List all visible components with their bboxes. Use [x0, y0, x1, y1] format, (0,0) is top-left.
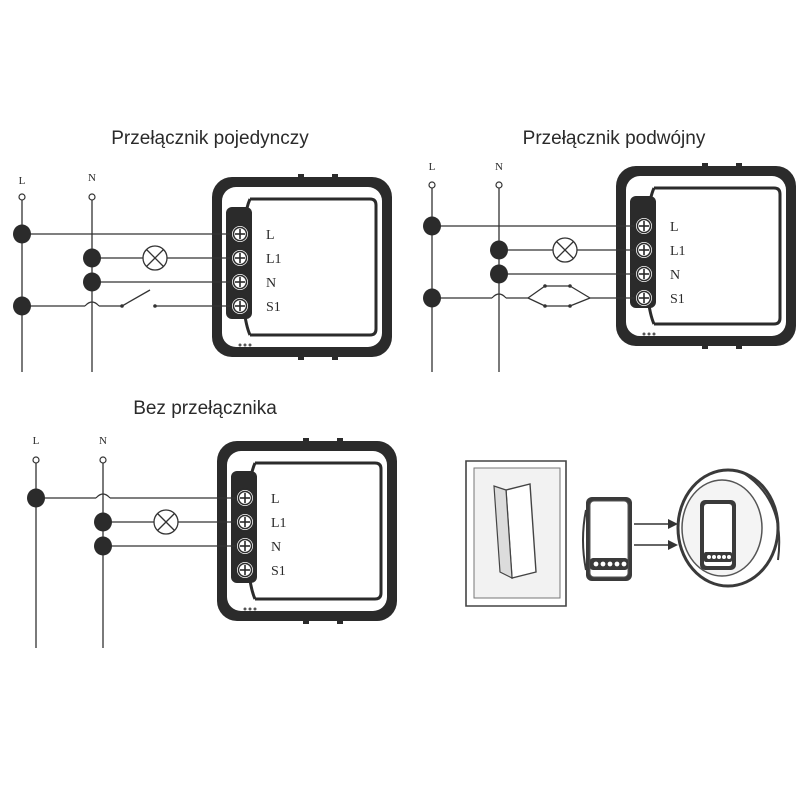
terminal-s1 — [634, 288, 654, 308]
terminal-s1 — [230, 296, 250, 316]
junction-dot — [13, 296, 31, 316]
line-terminal-l — [428, 181, 436, 189]
terminal-l1 — [235, 512, 255, 532]
terminal-label: S1 — [266, 300, 281, 315]
terminal-l1 — [634, 240, 654, 260]
terminal-label: L — [266, 228, 275, 243]
line-terminal-n — [495, 181, 503, 189]
relay-module-icon — [582, 497, 632, 581]
switch-icon — [527, 284, 591, 308]
terminal-label: L1 — [271, 516, 287, 531]
terminal-label: N — [266, 276, 276, 291]
junction-dot — [423, 288, 441, 308]
terminal-label: N — [271, 540, 281, 555]
terminal-n — [634, 264, 654, 284]
installation-illustration — [465, 460, 781, 607]
terminal-l — [634, 216, 654, 236]
arrow-icon — [634, 519, 678, 550]
terminal-label: N — [670, 268, 680, 283]
junction-dot — [83, 248, 101, 268]
line-terminal-n — [88, 193, 96, 201]
wall-box-icon — [676, 468, 781, 588]
terminal-n — [230, 272, 250, 292]
terminal-s1 — [235, 560, 255, 580]
switch-icon — [121, 289, 151, 307]
terminal-l — [230, 224, 250, 244]
terminal-label: L — [670, 220, 679, 235]
line-label-n: N — [99, 435, 107, 447]
terminal-l — [235, 488, 255, 508]
lamp-icon — [142, 245, 168, 271]
lamp-icon — [153, 509, 179, 535]
terminal-label: S1 — [670, 292, 685, 307]
line-label-l: L — [33, 435, 40, 447]
diagram-no-switch: Bez przełącznika L N L L1 N S1 — [27, 398, 399, 648]
junction-dot — [94, 536, 112, 556]
junction-dot — [83, 272, 101, 292]
line-terminal-l — [18, 193, 26, 201]
diagram-title: Przełącznik pojedynczy — [111, 128, 309, 149]
diagram-single-switch: Przełącznik pojedynczy L N L L1 N S1 — [13, 128, 394, 372]
junction-dot — [94, 512, 112, 532]
line-terminal-n — [99, 456, 107, 464]
diagram-double-switch: Przełącznik podwójny L N L L1 N S1 — [423, 128, 798, 372]
line-label-n: N — [88, 172, 96, 184]
terminal-label: L — [271, 492, 280, 507]
junction-dot — [490, 264, 508, 284]
lamp-icon — [552, 237, 578, 263]
junction-dot — [490, 240, 508, 260]
line-label-l: L — [19, 175, 26, 187]
diagram-title: Bez przełącznika — [133, 398, 277, 419]
wall-switch-icon — [465, 460, 567, 607]
diagram-title: Przełącznik podwójny — [523, 128, 706, 149]
junction-dot — [27, 488, 45, 508]
terminal-l1 — [230, 248, 250, 268]
terminal-label: S1 — [271, 564, 286, 579]
junction-dot — [423, 216, 441, 236]
line-label-l: L — [429, 161, 436, 173]
terminal-label: L1 — [266, 252, 282, 267]
line-label-n: N — [495, 161, 503, 173]
line-terminal-l — [32, 456, 40, 464]
terminal-label: L1 — [670, 244, 686, 259]
junction-dot — [13, 224, 31, 244]
terminal-n — [235, 536, 255, 556]
